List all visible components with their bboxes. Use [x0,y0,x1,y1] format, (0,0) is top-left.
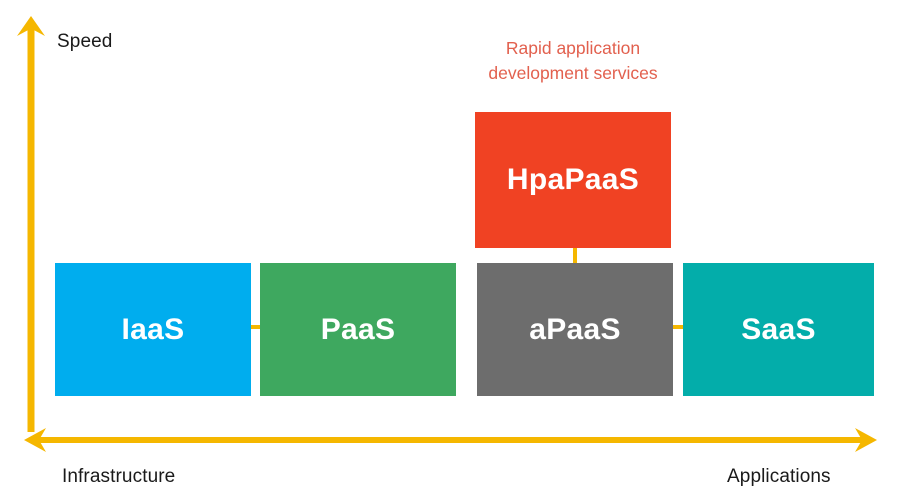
box-hpapaas[interactable]: HpaPaaS [475,112,671,248]
box-apaas[interactable]: aPaaS [477,263,673,396]
box-iaas[interactable]: IaaS [55,263,251,396]
horizontal-axis-right-label: Applications [727,466,831,487]
box-apaas-label: aPaaS [529,312,621,346]
horizontal-axis-left-label: Infrastructure [62,466,176,487]
vertical-axis-arrow [17,16,45,432]
box-hpapaas-label: HpaPaaS [506,163,640,196]
box-iaas-label: IaaS [121,312,185,346]
caption-line-2: development services [488,63,658,83]
box-saas-label: SaaS [741,312,816,346]
rapid-app-dev-caption: Rapid application development services [433,36,713,86]
caption-line-1: Rapid application [505,38,641,58]
box-saas[interactable]: SaaS [683,263,874,396]
horizontal-axis-arrow [24,428,877,452]
vertical-axis-label: Speed [57,31,113,52]
box-paas[interactable]: PaaS [260,263,456,396]
box-paas-label: PaaS [320,312,396,346]
